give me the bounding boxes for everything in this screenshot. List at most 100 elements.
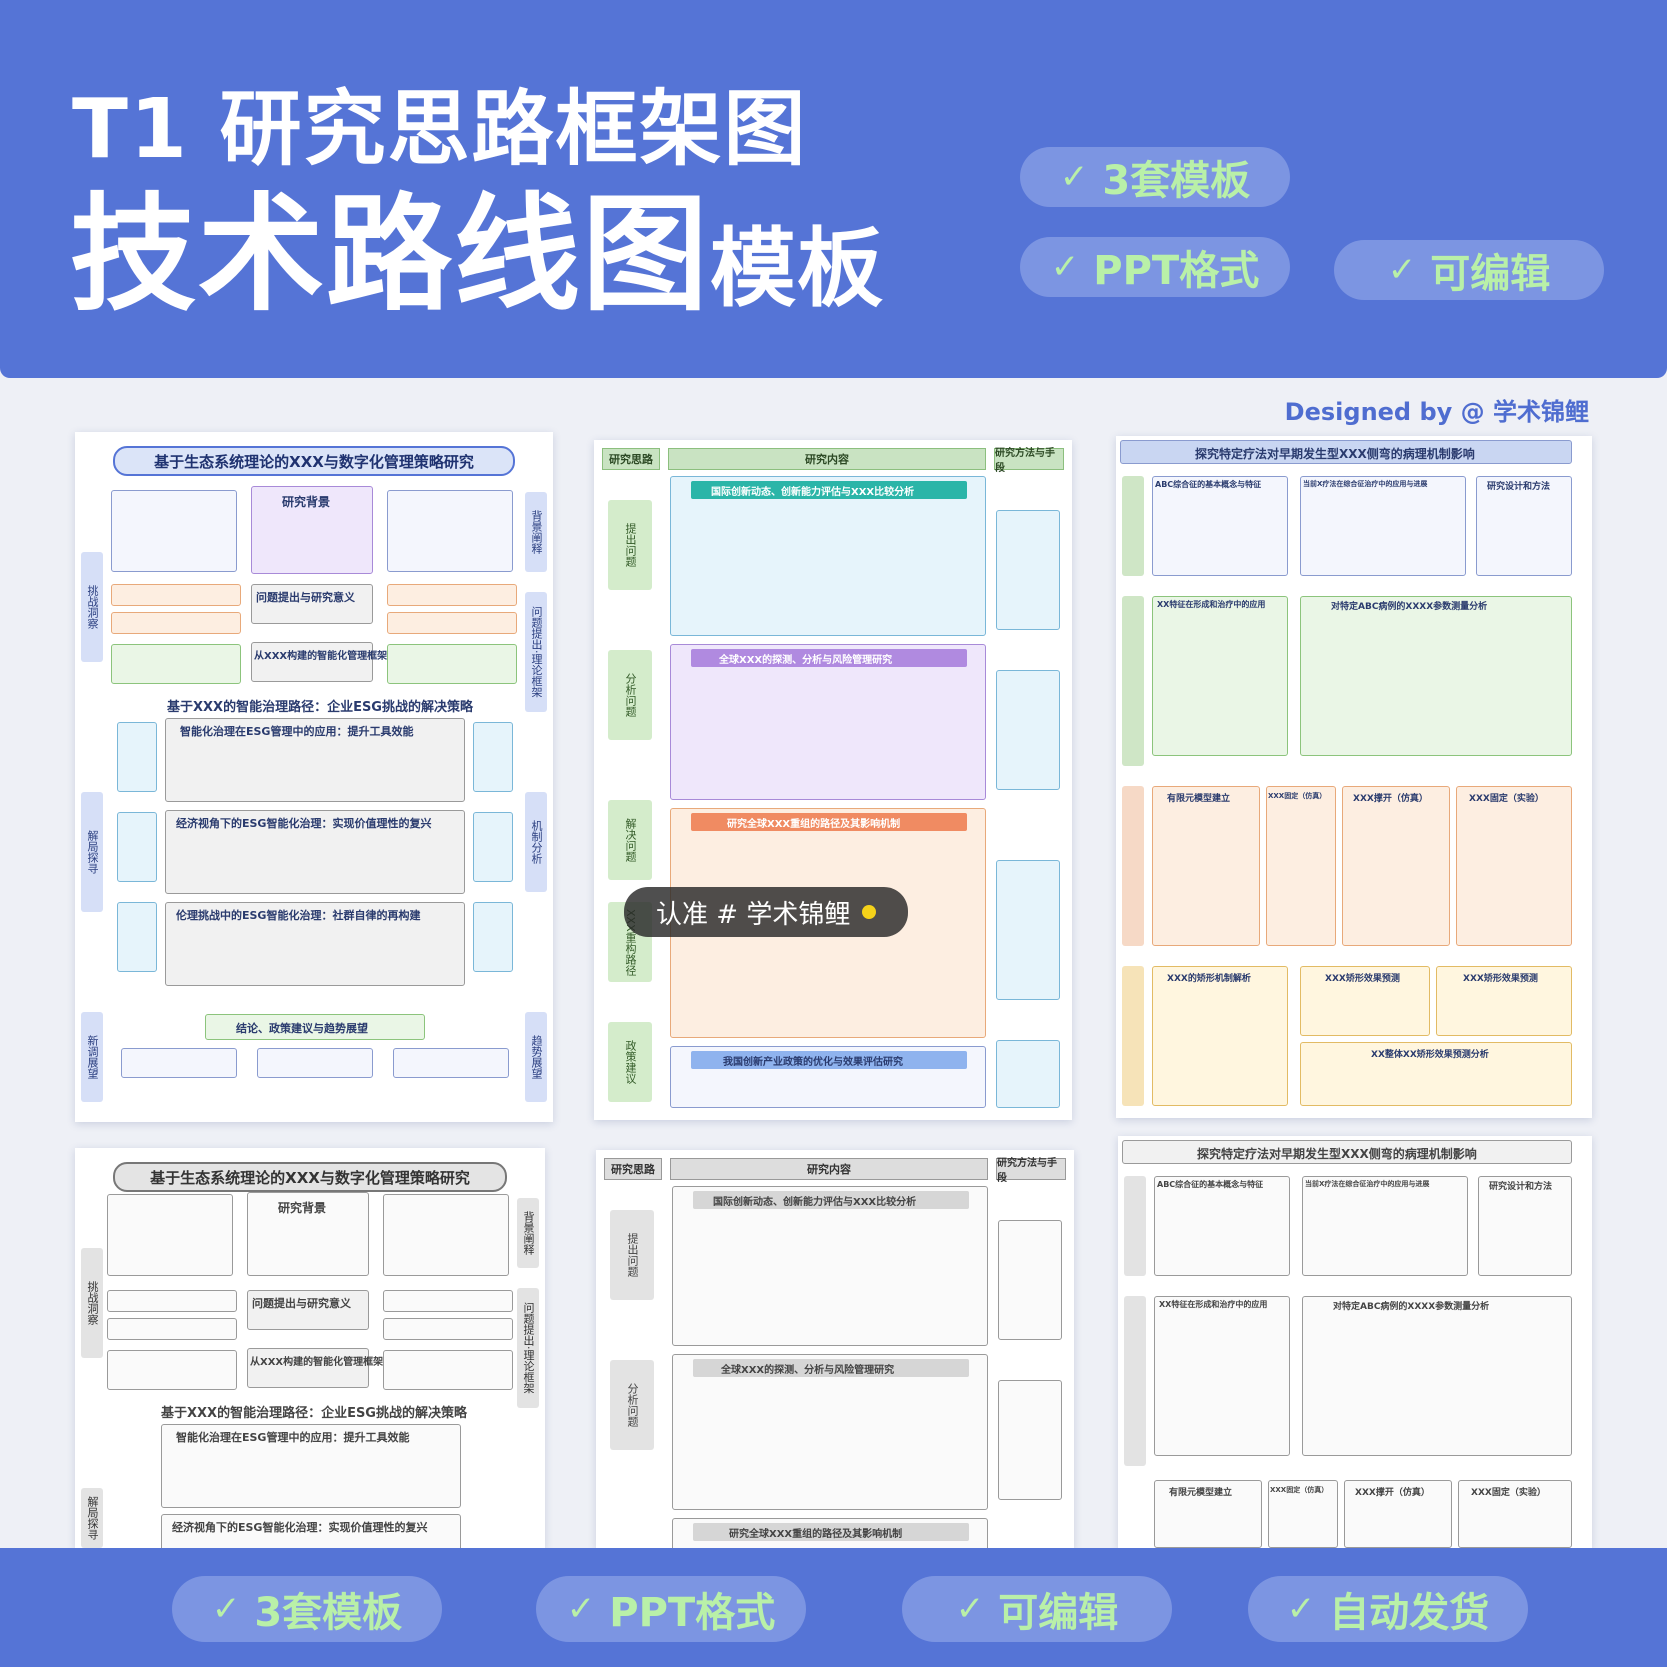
block — [111, 612, 241, 634]
block — [473, 722, 513, 792]
section-block: 全球XXX的探测、分析与风险管理研究 — [670, 644, 986, 800]
block-label: 对特定ABC病例的XXXX参数测量分析 — [1331, 602, 1488, 612]
core-block: 研究背景 — [247, 1192, 369, 1276]
block-label: 研究背景 — [278, 1201, 327, 1215]
side-label: 背景阐释 — [517, 1198, 539, 1268]
thumbnail-title: 探究特定疗法对早期发生型XXX侧弯的病理机制影响 — [1197, 1147, 1477, 1161]
check-icon: ✓ — [955, 1589, 985, 1629]
block: XX特征在形成和治疗中的应用 — [1152, 596, 1288, 756]
block — [111, 584, 241, 606]
section-bar — [691, 813, 967, 831]
section-block: 我国创新产业政策的优化与效果评估研究 — [670, 1046, 986, 1108]
block — [473, 902, 513, 972]
column-header: 研究思路 — [604, 1158, 662, 1180]
block-label: 智能化治理在ESG管理中的应用：提升工具效能 — [176, 1431, 410, 1444]
side-label: 问题提出·理论框架 — [525, 592, 547, 712]
block-label: 研究设计和方法 — [1487, 482, 1551, 492]
block — [383, 1350, 513, 1390]
block: XXX矫形效果预测 — [1436, 966, 1572, 1036]
block — [107, 1290, 237, 1312]
block: XXX的矫形机制解析 — [1152, 966, 1288, 1106]
footer-badge-ppt: ✓ PPT格式 — [536, 1576, 806, 1642]
step-block: 问题提出与研究意义 — [247, 1290, 369, 1330]
badge-ppt: ✓ PPT格式 — [1020, 237, 1290, 297]
step-label: 分析问题 — [608, 650, 652, 740]
step-block: 从XXX构建的智能化管理框架 — [251, 642, 387, 682]
block-label: 当前X疗法在综合征治疗中的应用与进展 — [1305, 1180, 1430, 1188]
block — [387, 612, 517, 634]
conclusion-block: 结论、政策建议与趋势展望 — [205, 1014, 425, 1040]
block: XXX撑开（仿真） — [1344, 1480, 1452, 1548]
block: 当前X疗法在综合征治疗中的应用与进展 — [1300, 476, 1466, 576]
footer-badge-editable: ✓ 可编辑 — [902, 1576, 1172, 1642]
block-label: XXX固定（仿真） — [1270, 1486, 1329, 1494]
block — [107, 1194, 233, 1276]
block-label: 伦理挑战中的ESG智能化治理：社群自律的再构建 — [176, 909, 421, 922]
core-block: 研究背景 — [251, 486, 373, 574]
section-title: 研究全球XXX重组的路径及其影响机制 — [729, 1529, 903, 1540]
block — [117, 812, 157, 882]
side-label: 新调展望 — [81, 1012, 103, 1102]
thumbnail-template-2-grey: 研究思路 研究内容 研究方法与手段 提出问题 分析问题 国际创新动态、创新能力评… — [596, 1150, 1074, 1548]
method-block — [998, 1380, 1062, 1500]
block: 研究设计和方法 — [1478, 1176, 1572, 1276]
badge-templates: ✓ 3套模板 — [1020, 147, 1290, 207]
block: XXX固定（仿真） — [1268, 1480, 1338, 1548]
block — [257, 1048, 373, 1078]
pointer-dot-icon — [862, 905, 877, 919]
block: 对特定ABC病例的XXXX参数测量分析 — [1300, 596, 1572, 756]
check-icon: ✓ — [1050, 247, 1080, 287]
sub-block: 经济视角下的ESG智能化治理：实现价值理性的复兴 — [161, 1514, 461, 1548]
block — [117, 902, 157, 972]
thumbnail-template-1-grey: 基于生态系统理论的XXX与数字化管理策略研究 挑战洞察 解局探寻 背景阐释 问题… — [75, 1148, 545, 1548]
block-label: 经济视角下的ESG智能化治理：实现价值理性的复兴 — [176, 817, 432, 830]
step-label: 提出问题 — [610, 1210, 654, 1300]
side-label: 问题提出·理论框架 — [517, 1288, 539, 1408]
side-label — [1122, 786, 1144, 946]
footer-banner: ✓ 3套模板 ✓ PPT格式 ✓ 可编辑 ✓ 自动发货 — [0, 1548, 1667, 1667]
block — [111, 490, 237, 572]
banner-title-line1: T1 研究思路框架图 — [72, 82, 808, 177]
section-title: 全球XXX的探测、分析与风险管理研究 — [721, 1365, 895, 1376]
sub-block: 智能化治理在ESG管理中的应用：提升工具效能 — [165, 718, 465, 802]
block-label: 研究设计和方法 — [1489, 1182, 1553, 1192]
block-label: 从XXX构建的智能化管理框架 — [254, 651, 388, 662]
banner-title-suffix: 模板 — [710, 219, 884, 319]
block: 当前X疗法在综合征治疗中的应用与进展 — [1302, 1176, 1468, 1276]
side-label — [1122, 596, 1144, 766]
block — [107, 1318, 237, 1340]
block-label: 经济视角下的ESG智能化治理：实现价值理性的复兴 — [172, 1521, 428, 1534]
block — [393, 1048, 509, 1078]
thumbnail-title: 探究特定疗法对早期发生型XXX侧弯的病理机制影响 — [1195, 447, 1475, 461]
block-label: XX整体XX矫形效果预测分析 — [1371, 1050, 1489, 1060]
block-label: XX特征在形成和治疗中的应用 — [1157, 600, 1266, 609]
block-label: 问题提出与研究意义 — [256, 591, 355, 604]
sub-block: 智能化治理在ESG管理中的应用：提升工具效能 — [161, 1424, 461, 1508]
check-icon: ✓ — [1387, 250, 1417, 290]
side-label: 背景阐释 — [525, 492, 547, 572]
block: XXX撑开（仿真） — [1342, 786, 1450, 946]
badge-label: 可编辑 — [1430, 251, 1551, 297]
block-label: XXX矫形效果预测 — [1325, 974, 1400, 984]
footer-badge-templates: ✓ 3套模板 — [172, 1576, 442, 1642]
block — [111, 644, 241, 684]
thumbnail-title: 基于生态系统理论的XXX与数字化管理策略研究 — [113, 1162, 507, 1192]
column-header: 研究方法与手段 — [996, 1158, 1066, 1184]
side-label — [1124, 1296, 1146, 1466]
block-label: XXX固定（实验） — [1469, 794, 1544, 804]
block — [387, 490, 513, 572]
badge-label: PPT格式 — [1093, 248, 1260, 294]
block: 研究设计和方法 — [1476, 476, 1572, 576]
title-block: 探究特定疗法对早期发生型XXX侧弯的病理机制影响 — [1120, 440, 1572, 464]
section-title: 国际创新动态、创新能力评估与XXX比较分析 — [713, 1197, 917, 1208]
step-label: 政策建议 — [608, 1022, 652, 1102]
section-bar — [691, 649, 967, 667]
block — [107, 1350, 237, 1390]
method-block — [996, 510, 1060, 630]
block-label: 当前X疗法在综合征治疗中的应用与进展 — [1303, 480, 1428, 488]
block: XXX固定（实验） — [1458, 1480, 1572, 1548]
block-label: 对特定ABC病例的XXXX参数测量分析 — [1333, 1302, 1490, 1312]
block — [383, 1318, 513, 1340]
block — [383, 1290, 513, 1312]
block — [121, 1048, 237, 1078]
